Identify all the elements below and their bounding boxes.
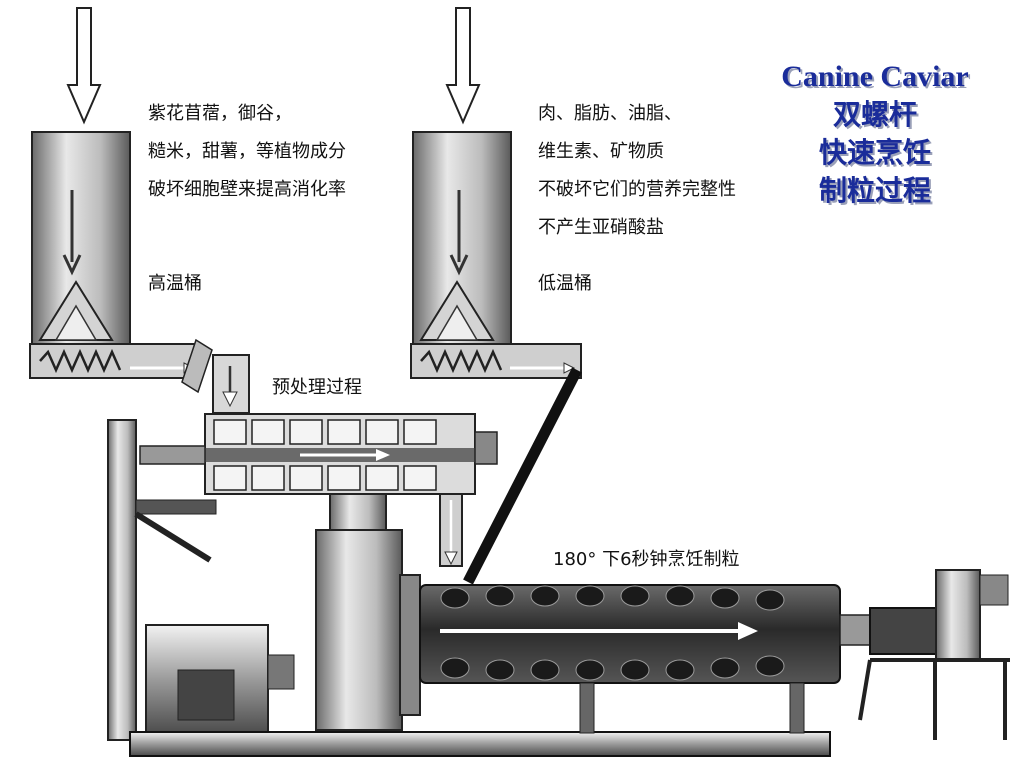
right-feed-screw — [410, 343, 582, 379]
extruder-barrel — [399, 574, 871, 716]
right-hopper-line-4: 不产生亚硝酸盐 — [538, 217, 664, 238]
left-hopper-line-3: 破坏细胞壁来提高消化率 — [148, 179, 346, 200]
right-hopper-line-3: 不破坏它们的营养完整性 — [538, 179, 736, 200]
title-line-2: 双螺杆 — [832, 98, 917, 131]
transfer-pipe — [439, 493, 463, 567]
right-hopper-line-2: 维生素、矿物质 — [538, 141, 664, 162]
preprocess-label: 预处理过程 — [272, 377, 362, 398]
conveyor-chute — [463, 367, 582, 585]
title-line-1: Canine Caviar — [781, 60, 969, 93]
preconditioner — [139, 413, 498, 495]
left-feed-screw — [29, 338, 213, 394]
low-temp-hopper — [412, 131, 512, 345]
left-hopper-line-1: 紫花苜蓿，御谷， — [148, 103, 292, 124]
title-line-3: 快速烹饪 — [818, 136, 931, 169]
drive-pulley — [107, 419, 217, 741]
pedestal — [315, 493, 403, 731]
preconditioner-inlet — [212, 354, 250, 414]
input-arrow-left — [66, 7, 102, 125]
left-hopper-line-2: 糙米，甜薯，等植物成分 — [148, 141, 346, 162]
cooking-label: 180° 下6秒钟烹饪制粒 — [553, 549, 740, 570]
left-hopper-name: 高温桶 — [148, 273, 202, 294]
slide-title: Canine Caviar 双螺杆 快速烹饪 制粒过程 — [760, 58, 990, 210]
right-hopper-line-1: 肉、脂肪、油脂、 — [538, 103, 682, 124]
title-line-4: 制粒过程 — [818, 174, 931, 207]
motor — [145, 624, 295, 736]
cutter-assembly — [858, 569, 1010, 740]
right-hopper-name: 低温桶 — [538, 273, 592, 294]
base-frame — [129, 682, 831, 757]
input-arrow-right — [445, 7, 481, 125]
high-temp-hopper — [31, 131, 131, 345]
